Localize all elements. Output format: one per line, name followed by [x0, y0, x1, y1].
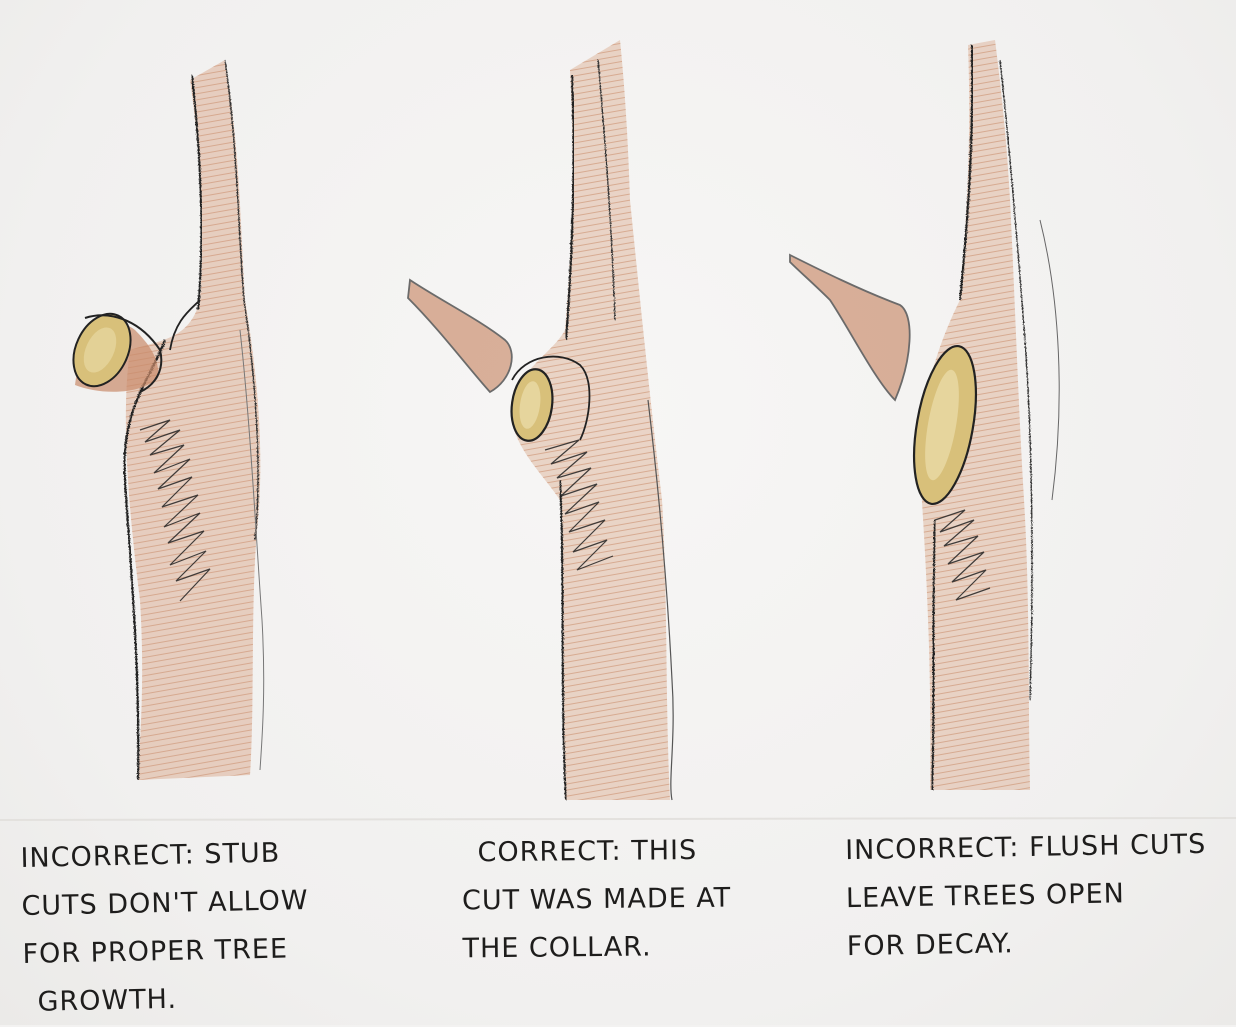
stub-cut-caption: INCORRECT: STUB CUTS DON'T ALLOW FOR PRO…: [20, 829, 311, 1027]
removed-branch: [408, 280, 512, 392]
caption-line: CUT WAS MADE AT: [462, 875, 732, 926]
caption-line: THE COLLAR.: [462, 923, 732, 974]
flush-cut-caption: INCORRECT: FLUSH CUTS LEAVE TREES OPEN F…: [845, 821, 1209, 971]
caption-line: CUTS DON'T ALLOW: [21, 877, 309, 931]
collar-cut-caption: CORRECT: THIS CUT WAS MADE AT THE COLLAR…: [461, 827, 732, 974]
caption-line: FOR DECAY.: [846, 917, 1208, 971]
caption-line: LEAVE TREES OPEN: [846, 869, 1208, 923]
flush-cut-sketch: [790, 40, 1059, 790]
stub-cut-sketch: [62, 60, 263, 780]
flush-removed-branch: [790, 255, 910, 400]
caption-line: CORRECT: THIS: [477, 827, 731, 878]
caption-line: INCORRECT: FLUSH CUTS: [845, 821, 1207, 875]
paper-fold: [0, 818, 1236, 820]
caption-line: FOR PROPER TREE: [22, 925, 310, 979]
collar-cut-sketch: [408, 40, 673, 800]
caption-line: GROWTH.: [37, 973, 311, 1027]
caption-line: INCORRECT: STUB: [20, 829, 308, 883]
